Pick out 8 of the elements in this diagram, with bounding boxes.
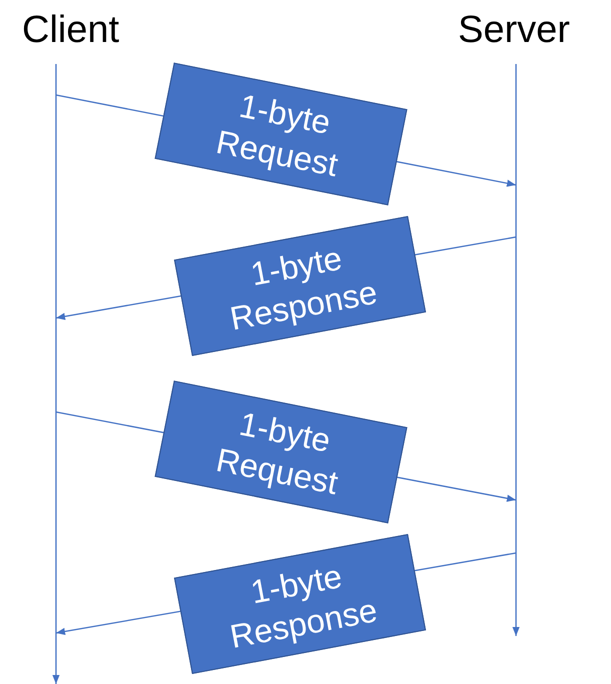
- participant-label: Client: [22, 9, 120, 51]
- lifeline-arrow: [512, 562, 520, 636]
- message-label: 1-byte Response: [174, 534, 426, 674]
- message-label: 1-byte Response: [174, 216, 426, 356]
- message-label: 1-byte Request: [154, 62, 408, 206]
- lifeline-arrow: [52, 642, 60, 684]
- participant-label: Server: [458, 9, 570, 51]
- message-label: 1-byte Request: [154, 380, 408, 524]
